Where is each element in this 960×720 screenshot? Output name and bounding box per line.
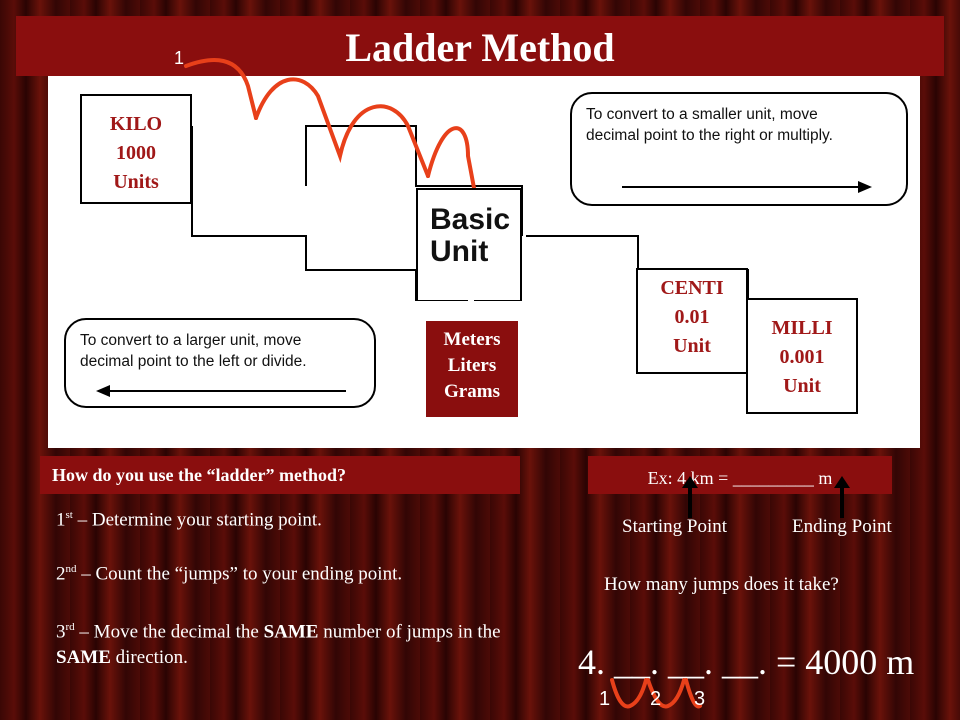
basic-units-box: Meters Liters Grams bbox=[426, 321, 518, 417]
question-header: How do you use the “ladder” method? bbox=[40, 456, 520, 494]
larger-note-line2: decimal point to the left or divide. bbox=[80, 353, 307, 370]
centi-prefix: CENTI bbox=[660, 277, 724, 299]
slide-title: Ladder Method bbox=[345, 25, 615, 70]
kilo-factor: 1000 bbox=[116, 142, 156, 164]
step-3-text: – Move the decimal the bbox=[74, 621, 264, 643]
kilo-prefix: KILO bbox=[109, 113, 163, 135]
step-2-suffix: nd bbox=[65, 563, 77, 575]
milli-unit: Unit bbox=[783, 375, 821, 397]
step-3-end: direction. bbox=[110, 647, 188, 669]
jump-arc-1 bbox=[184, 58, 258, 120]
liters-label: Liters bbox=[447, 355, 497, 376]
right-arrow-icon bbox=[622, 181, 872, 193]
step-2-ordinal: 2 bbox=[56, 563, 66, 585]
step-1-text: – Determine your starting point. bbox=[72, 509, 322, 531]
unit-word: Unit bbox=[430, 235, 489, 268]
result-jump-3: 3 bbox=[694, 688, 706, 710]
larger-unit-note: To convert to a larger unit, move decima… bbox=[64, 318, 376, 408]
jump-arcs bbox=[184, 58, 476, 190]
step-3-bold-same-2: SAME bbox=[56, 647, 111, 669]
step-1: 1st – Determine your starting point. bbox=[56, 502, 516, 533]
result-jump-arcs bbox=[610, 678, 702, 709]
milli-prefix: MILLI bbox=[771, 317, 833, 339]
smaller-note-line1: To convert to a smaller unit, move bbox=[586, 106, 818, 123]
centi-factor: 0.01 bbox=[674, 306, 710, 328]
grams-label: Grams bbox=[444, 381, 500, 402]
step-2-text: – Count the “jumps” to your ending point… bbox=[76, 563, 403, 585]
jump-arc-2 bbox=[254, 77, 430, 178]
centi-unit: Unit bbox=[673, 335, 711, 357]
step-3-mid: number of jumps in the bbox=[318, 621, 501, 643]
starting-point-label: Starting Point bbox=[622, 516, 728, 537]
result-jump-1: 1 bbox=[599, 688, 611, 710]
jump-number-top: 1 bbox=[174, 48, 185, 68]
example-arrows bbox=[682, 476, 850, 518]
start-up-arrow-icon bbox=[682, 476, 698, 518]
step-3-suffix: rd bbox=[65, 621, 75, 633]
end-up-arrow-icon bbox=[834, 476, 850, 518]
meters-label: Meters bbox=[443, 329, 501, 350]
ladder-diagram-panel: KILO 1000 Units Basic Unit CENTI 0.01 Un… bbox=[48, 58, 920, 448]
basic-word: Basic bbox=[430, 203, 511, 236]
larger-note-line1: To convert to a larger unit, move bbox=[80, 332, 302, 349]
smaller-unit-note: To convert to a smaller unit, move decim… bbox=[570, 92, 908, 206]
jumps-question: How many jumps does it take? bbox=[604, 574, 839, 595]
kilo-unit: Units bbox=[113, 171, 159, 193]
title-bar bbox=[16, 16, 944, 76]
milli-factor: 0.001 bbox=[779, 346, 825, 368]
left-arrow-icon bbox=[96, 385, 346, 397]
centi-box: CENTI 0.01 Unit bbox=[636, 268, 748, 374]
step-1-ordinal: 1 bbox=[56, 509, 66, 531]
smaller-note-line2: decimal point to the right or multiply. bbox=[586, 127, 833, 144]
jump-arc-3 bbox=[426, 126, 476, 190]
step-3-ordinal: 3 bbox=[56, 621, 66, 643]
example-result: 4. __. __. __. = 4000 m bbox=[578, 642, 915, 682]
kilo-box: KILO 1000 Units bbox=[80, 94, 192, 204]
milli-box: MILLI 0.001 Unit bbox=[746, 298, 858, 414]
step-2: 2nd – Count the “jumps” to your ending p… bbox=[56, 556, 526, 587]
basic-unit-box: Basic Unit bbox=[416, 188, 522, 300]
step-3: 3rd – Move the decimal the SAME number o… bbox=[56, 614, 516, 671]
result-jump-2: 2 bbox=[650, 688, 662, 710]
step-3-bold-same-1: SAME bbox=[263, 621, 319, 643]
ending-point-label: Ending Point bbox=[792, 516, 892, 537]
step-1-suffix: st bbox=[65, 509, 73, 521]
